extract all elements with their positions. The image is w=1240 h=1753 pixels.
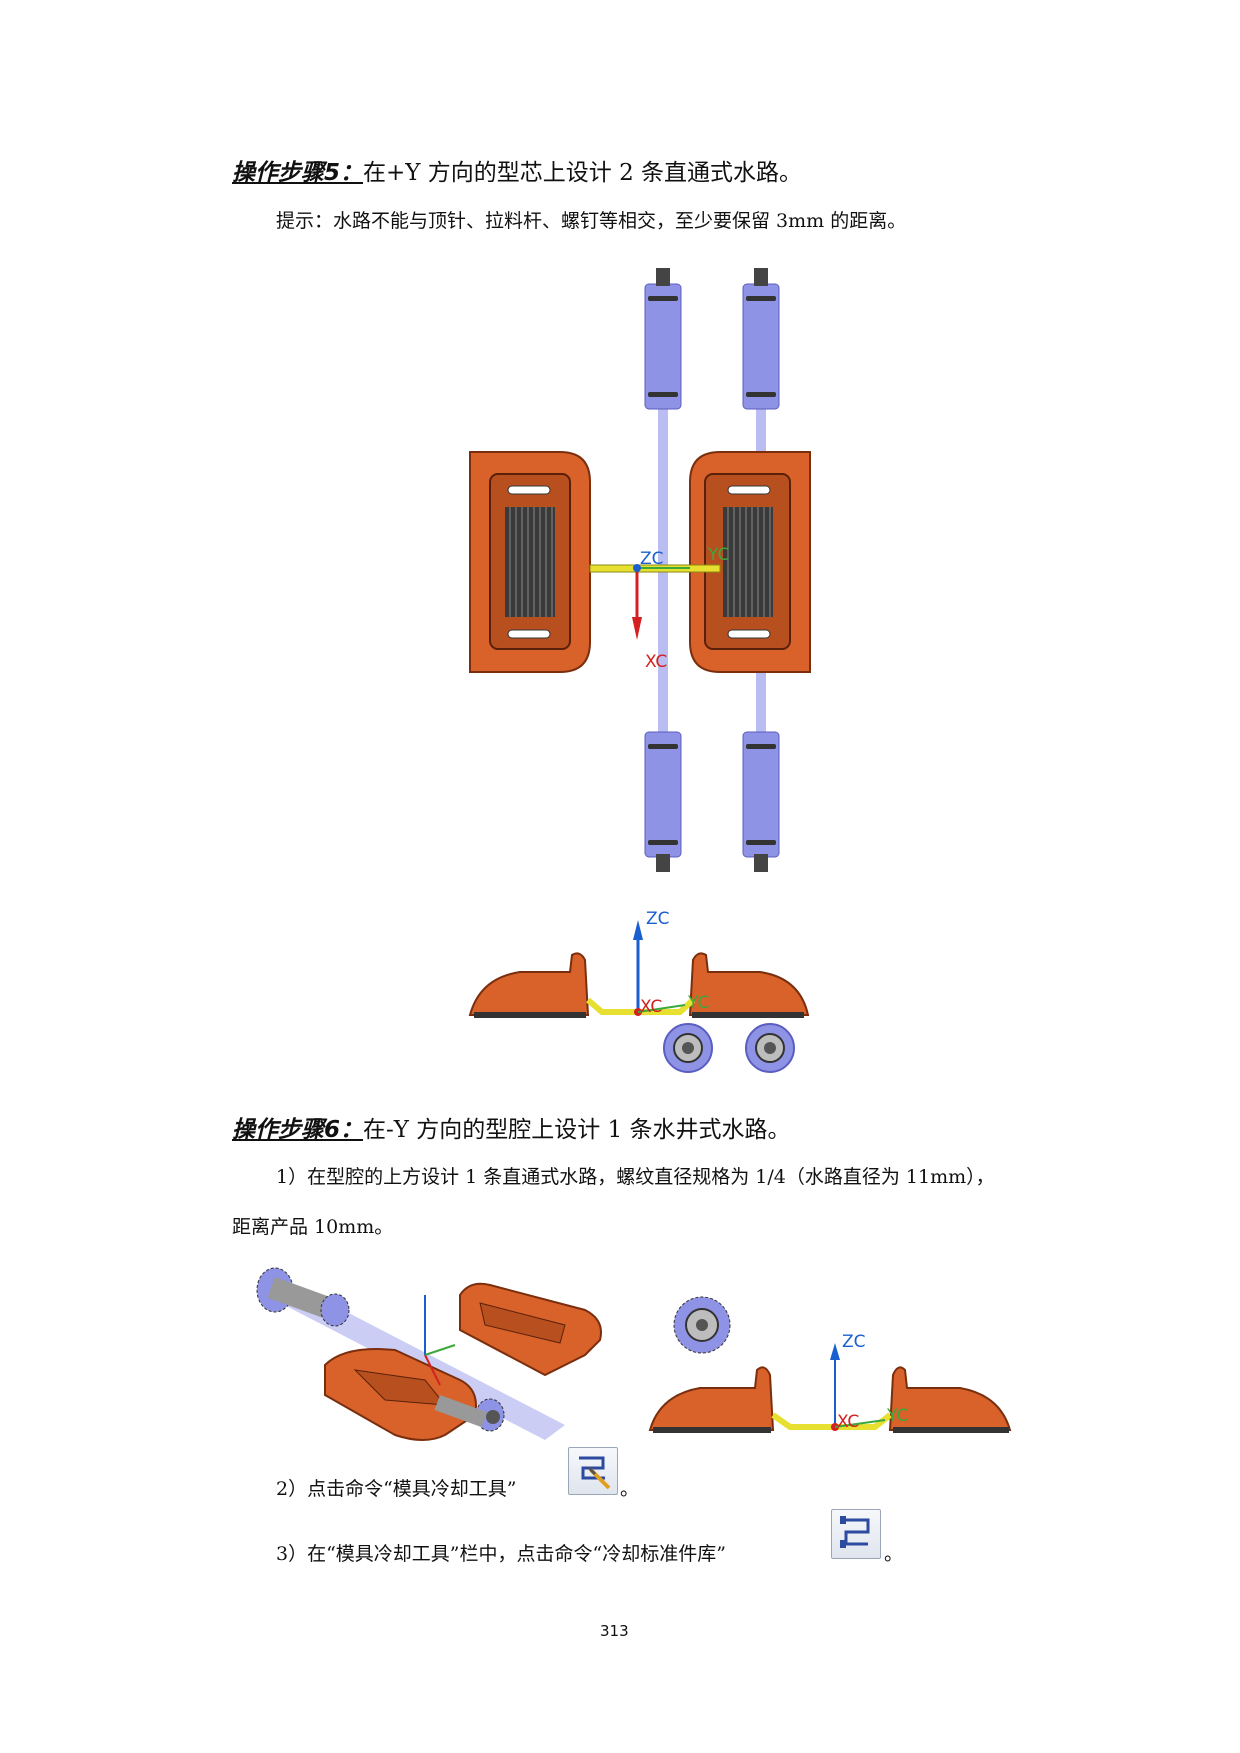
step6-item2: 2）点击命令“模具冷却工具”: [276, 1478, 517, 1500]
mold-part-right: [689, 451, 811, 673]
iso-view: [256, 1267, 602, 1441]
figure-front-view: ZC XC YC: [460, 900, 820, 1080]
pipe-fitting: [256, 1267, 350, 1327]
step6-item1-line2: 距离产品 10mm。: [232, 1216, 394, 1238]
axis-triad: [632, 564, 690, 640]
mold-part-left: [469, 451, 591, 673]
mold-part-right: [688, 952, 810, 1018]
step5-heading: 操作步骤5：在+Y 方向的型芯上设计 2 条直通式水路。: [232, 158, 802, 188]
step5-text: 在+Y 方向的型芯上设计 2 条直通式水路。: [363, 160, 803, 186]
cooling-standard-library-icon[interactable]: [831, 1509, 881, 1559]
step6-item1-line1: 1）在型腔的上方设计 1 条直通式水路，螺纹直径规格为 1/4（水路直径为 11…: [276, 1166, 995, 1188]
axis-label-xc: XC: [645, 652, 667, 672]
front-view: [648, 1296, 1012, 1433]
axis-label-xc: XC: [640, 997, 662, 1017]
step6-item3-end: 。: [884, 1543, 904, 1565]
figure-top-view: ZC YC XC: [460, 262, 820, 877]
step6-item3: 3）在“模具冷却工具”栏中，点击命令“冷却标准件库”: [276, 1543, 726, 1565]
pipe-end-left: [663, 1023, 713, 1073]
step6-label: 操作步骤6：: [232, 1117, 364, 1143]
axis-label-yc: YC: [687, 993, 709, 1013]
axis-label-yc: YC: [707, 545, 729, 565]
axis-label-xc: XC: [837, 1412, 859, 1432]
step6-text: 在-Y 方向的型腔上设计 1 条水井式水路。: [363, 1117, 791, 1143]
axis-label-zc: ZC: [646, 909, 670, 929]
axis-label-zc: ZC: [640, 549, 664, 569]
axis-label-zc: ZC: [842, 1332, 866, 1352]
figure-cavity-views: ZC XC YC: [245, 1255, 1025, 1455]
step5-hint: 提示：水路不能与顶针、拉料杆、螺钉等相交，至少要保留 3mm 的距离。: [276, 210, 907, 232]
axis-triad: [633, 920, 686, 1016]
mold-cooling-tool-icon[interactable]: [568, 1447, 618, 1495]
pipe-end-right: [745, 1023, 795, 1073]
step6-heading: 操作步骤6：在-Y 方向的型腔上设计 1 条水井式水路。: [232, 1115, 791, 1145]
step6-item2-end: 。: [620, 1478, 640, 1500]
page-number: 313: [600, 1622, 629, 1640]
pipe-fitting: [434, 1395, 505, 1432]
axis-label-yc: YC: [886, 1406, 908, 1426]
step5-label: 操作步骤5：: [232, 160, 364, 186]
mold-part-left: [468, 952, 590, 1018]
